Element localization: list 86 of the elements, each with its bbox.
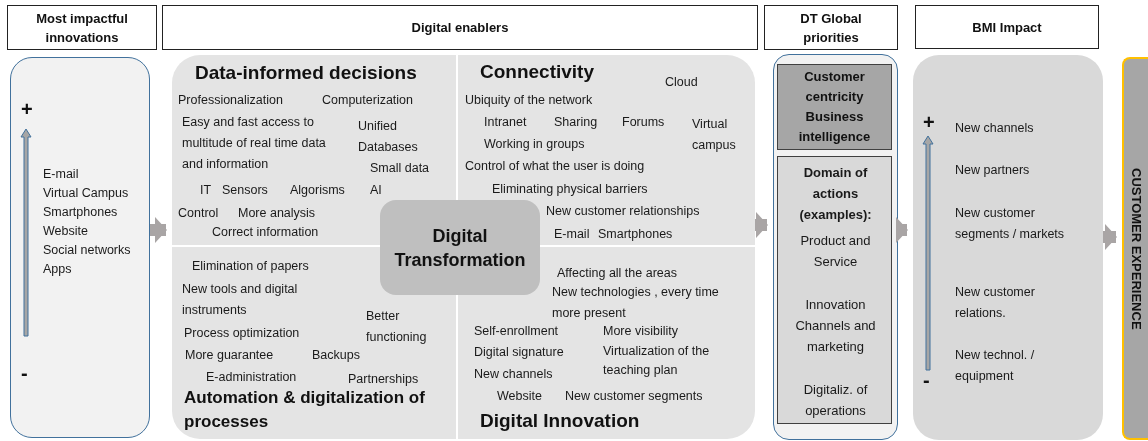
keyword-text: IT xyxy=(200,182,212,199)
header-box xyxy=(162,5,758,50)
header-label: BMI Impact xyxy=(971,18,1043,37)
keyword-text: Self-enrollment xyxy=(474,323,559,340)
block-arrow xyxy=(150,217,167,243)
impact-panel xyxy=(913,55,1103,440)
header-box xyxy=(764,5,898,50)
keyword-text: Computerization xyxy=(322,92,413,109)
keyword-text: Sharing xyxy=(554,114,598,131)
keyword-text: New tools and digital instruments xyxy=(182,281,299,319)
scale-sign: - xyxy=(923,370,931,390)
header-label: Digital enablers xyxy=(410,19,510,37)
box-label: Digital Transformation xyxy=(393,224,527,272)
keyword-text: New channels xyxy=(955,120,1035,137)
section-heading: Digital Innovation xyxy=(480,410,641,431)
keyword-text: Digitaliz. of operations xyxy=(802,381,869,420)
keyword-text: Intranet xyxy=(484,114,527,131)
keyword-text: Smartphones xyxy=(43,204,119,221)
block-arrow xyxy=(896,217,908,243)
section-heading: Automation & digitalization of processes xyxy=(184,387,426,433)
keyword-text: Ubiquity of the network xyxy=(465,92,593,109)
vertical-label: CUSTOMER EXPERIENCE xyxy=(1128,167,1144,330)
keyword-text: New technologies , every time more present xyxy=(552,284,720,322)
keyword-text: New customer segments xyxy=(565,388,703,405)
header-label: DT Global priorities xyxy=(799,9,863,47)
keyword-text: Working in groups xyxy=(484,136,585,153)
keyword-text: Product and Service xyxy=(799,232,872,271)
experience-bar xyxy=(1122,57,1148,440)
keyword-text: Elimination of papers xyxy=(192,258,309,275)
keyword-text: E-administration xyxy=(206,369,297,386)
keyword-text: Eliminating physical barriers xyxy=(492,181,648,198)
keyword-text: Domain of actions (examples): xyxy=(798,164,873,224)
scale-sign: - xyxy=(21,363,29,383)
block-arrow xyxy=(755,212,768,238)
keyword-text: Professionalization xyxy=(178,92,283,109)
keyword-text: Digital signature xyxy=(474,344,564,361)
keyword-text: Apps xyxy=(43,261,73,278)
keyword-text: Backups xyxy=(312,347,360,364)
keyword-text: Smartphones xyxy=(598,226,673,243)
keyword-text: Algorisms xyxy=(290,182,345,199)
keyword-text: Sensors xyxy=(222,182,268,199)
keyword-text: Innovation Channels and marketing xyxy=(794,296,877,356)
keyword-text: Social networks xyxy=(43,242,132,259)
priority-box xyxy=(777,64,892,150)
keyword-text: Forums xyxy=(622,114,665,131)
keyword-text: Easy and fast access to multitude of real time data and information xyxy=(182,114,327,173)
keyword-text: Small data xyxy=(370,160,430,177)
keyword-text: Control of what the user is doing xyxy=(465,158,645,175)
enablers-panel xyxy=(172,55,755,439)
keyword-text: More guarantee xyxy=(185,347,274,364)
center-box xyxy=(380,200,540,295)
scale-sign: + xyxy=(923,112,936,132)
keyword-text: Better functioning xyxy=(366,308,428,346)
block-arrow xyxy=(1103,224,1117,250)
keyword-text: Virtual Campus xyxy=(43,185,130,202)
keyword-text: Cloud xyxy=(665,74,698,91)
keyword-text: New customer relationships xyxy=(546,203,700,220)
keyword-text: Virtual campus xyxy=(692,116,737,154)
keyword-text: E-mail xyxy=(43,166,80,183)
keyword-text: Process optimization xyxy=(184,325,300,342)
list-panel xyxy=(10,57,150,438)
keyword-text: More visibility xyxy=(603,323,678,340)
keyword-text: New technol. / equipment xyxy=(955,347,1036,385)
keyword-text: Website xyxy=(497,388,542,405)
keyword-text: Partnerships xyxy=(348,371,419,388)
keyword-text: Affecting all the areas xyxy=(557,265,677,282)
keyword-text: E-mail xyxy=(554,226,590,243)
keyword-text: New channels xyxy=(474,366,553,383)
keyword-text: New partners xyxy=(955,162,1031,179)
header-box xyxy=(915,5,1099,49)
keyword-text: More analysis xyxy=(238,205,316,222)
section-heading: Data-informed decisions xyxy=(195,62,418,83)
keyword-text: Virtualization of the teaching plan xyxy=(603,343,711,379)
keyword-text: AI xyxy=(370,182,382,199)
keyword-text: New customer relations. xyxy=(955,284,1036,322)
keyword-text: Unified Databases xyxy=(358,118,419,156)
header-label: Most impactful innovations xyxy=(35,9,129,47)
actions-box xyxy=(777,156,892,424)
box-label: Customer centricity Business intelligence xyxy=(797,68,872,146)
keyword-text: New customer segments / markets xyxy=(955,205,1065,243)
keyword-text: Control xyxy=(178,205,219,222)
keyword-text: Website xyxy=(43,223,89,240)
header-box xyxy=(7,5,157,50)
keyword-text: Correct information xyxy=(212,224,319,241)
scale-sign: + xyxy=(21,99,34,119)
priorities-panel xyxy=(773,54,898,440)
